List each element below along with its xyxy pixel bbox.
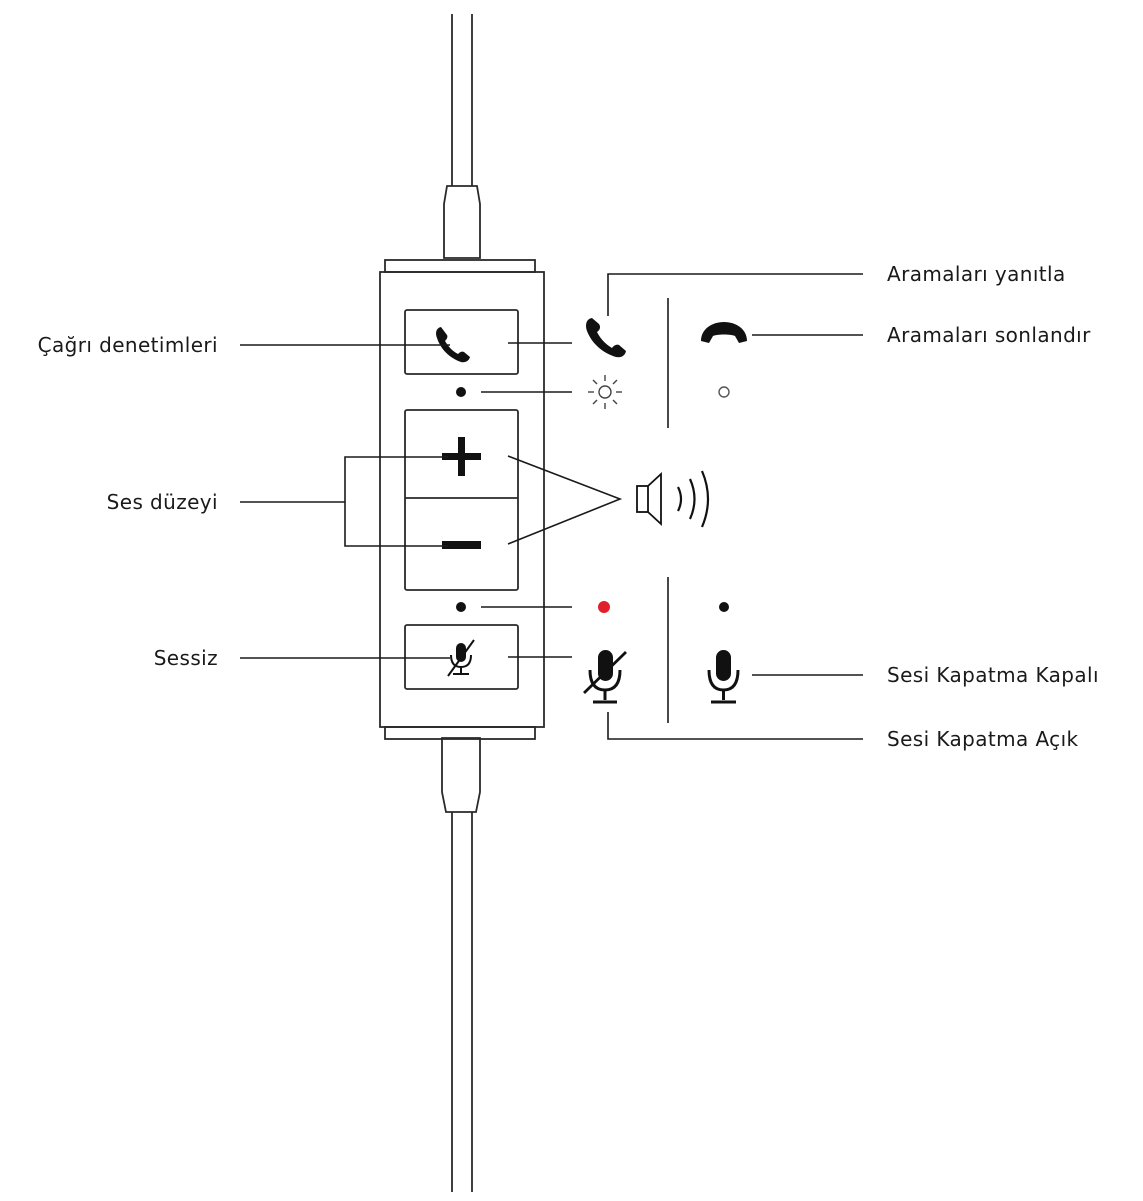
label-answer-calls: Aramaları yanıtla: [887, 262, 1066, 286]
label-volume: Ses düzeyi: [107, 490, 218, 514]
label-mute-on: Sesi Kapatma Açık: [887, 727, 1079, 751]
connector-volume: [507, 455, 623, 545]
label-call-controls: Çağrı denetimleri: [38, 333, 218, 357]
phone-icon: [586, 318, 626, 358]
led-blink-icon: [588, 375, 622, 409]
mute-button[interactable]: [404, 624, 519, 690]
controller-body: [379, 259, 545, 740]
leader-answer-calls: [607, 273, 863, 316]
led-off-dot: [719, 602, 729, 612]
cable-bottom: [441, 737, 481, 1192]
label-mute: Sessiz: [154, 646, 218, 670]
led-indicator-call: [456, 387, 466, 397]
hang-up-icon: [701, 322, 747, 343]
cable-top: [443, 14, 481, 259]
led-off-icon: [718, 386, 730, 398]
speaker-icon: [636, 470, 710, 528]
microphone-icon: [707, 650, 740, 704]
leader-volume: [240, 456, 448, 547]
call-button[interactable]: [404, 309, 519, 375]
led-red-icon: [598, 601, 610, 613]
label-end-calls: Aramaları sonlandır: [887, 323, 1091, 347]
muted-microphone-icon: [583, 650, 627, 704]
volume-up-button[interactable]: [442, 437, 481, 476]
label-mute-off: Sesi Kapatma Kapalı: [887, 663, 1099, 687]
volume-rocker[interactable]: [404, 409, 519, 591]
muted-microphone-icon: [447, 639, 475, 677]
minus-icon: [442, 541, 481, 549]
phone-icon: [436, 327, 470, 363]
volume-down-button[interactable]: [442, 541, 481, 549]
plus-icon: [442, 437, 481, 476]
leader-mute-on: [607, 712, 863, 740]
led-indicator-mute: [456, 602, 466, 612]
